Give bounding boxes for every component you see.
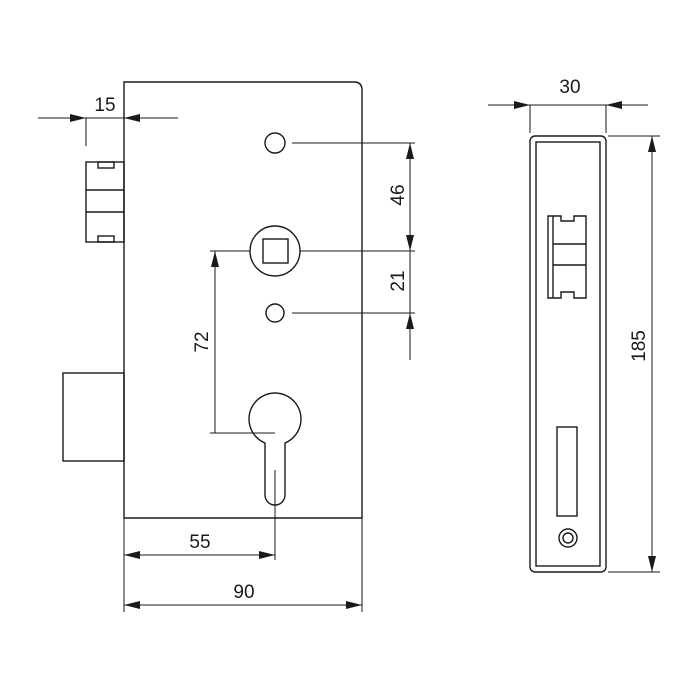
cylinder-keyhole [248,392,302,506]
dim-label-15: 15 [94,95,115,116]
fixing-hole-bottom [265,303,285,323]
dead-bolt [62,372,125,462]
dim-label-72: 72 [192,331,213,352]
dimension-185: 185 [608,135,660,573]
dim-label-55: 55 [189,532,210,553]
dim-label-185: 185 [629,330,650,362]
latch-side [547,215,587,299]
screw-hole [558,528,578,548]
dimension-30: 30 [488,77,648,133]
lock-body [123,81,363,519]
dimension-15: 15 [38,95,178,146]
faceplate-side-view [529,135,607,573]
spindle-hole [249,225,301,277]
dimension-72: 72 [192,250,275,434]
dimension-55-90: 55 90 [123,470,363,612]
dim-label-46: 46 [388,184,409,205]
dim-label-21: 21 [388,270,409,291]
dim-label-30: 30 [559,77,580,98]
bolt-slot [556,426,578,517]
latch-bolt [85,161,125,243]
dim-label-90: 90 [233,582,254,603]
dimension-46-21: 46 21 [292,142,415,360]
fixing-hole-top [264,132,286,154]
